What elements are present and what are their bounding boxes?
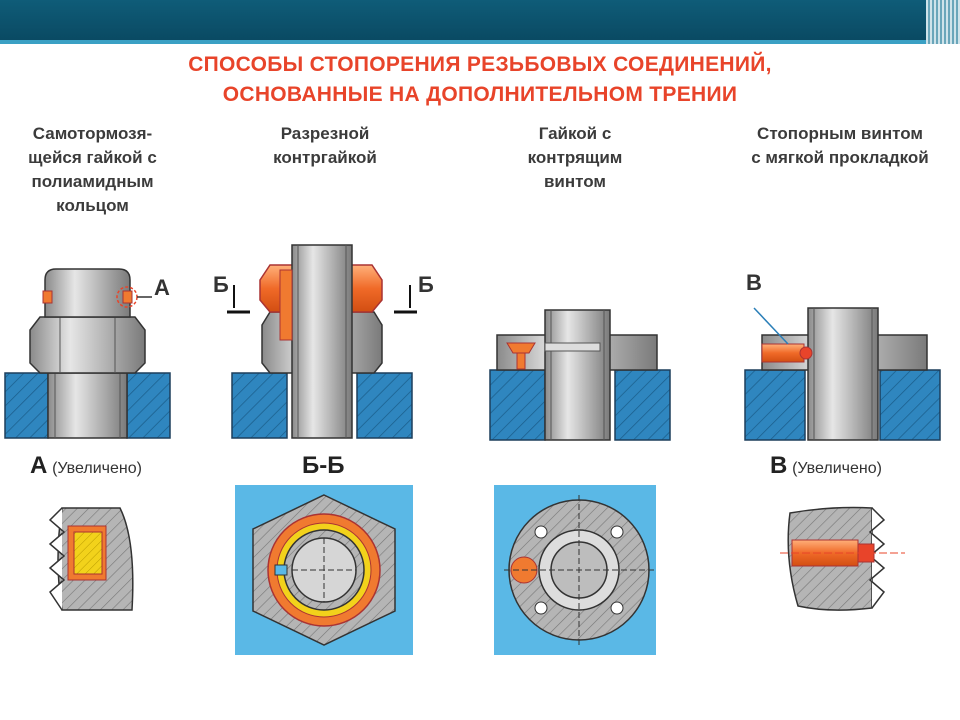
section-bb-label: Б-Б	[302, 452, 345, 479]
marker-v: В	[746, 270, 762, 295]
figure-locking-screw-nut	[489, 309, 671, 441]
figure-set-screw-pad	[744, 307, 941, 441]
detail-v-figure	[780, 506, 905, 611]
detail-a-figure	[48, 507, 134, 611]
marker-a: А	[154, 275, 170, 300]
marker-b-right: Б	[418, 272, 434, 297]
banner-stripes	[926, 0, 960, 44]
top-banner-line	[0, 40, 960, 44]
title-line-1: СПОСОБЫ СТОПОРЕНИЯ РЕЗЬБОВЫХ СОЕДИНЕНИЙ,	[188, 53, 772, 76]
figure-nylon-insert-nut	[4, 268, 171, 439]
column-label-set-screw-pad: Стопорным винтом с мягкой прокладкой	[751, 124, 929, 167]
slide-title: СПОСОБЫ СТОПОРЕНИЯ РЕЗЬБОВЫХ СОЕДИНЕНИЙ,…	[0, 50, 960, 110]
column-label-split-locknut: Разрезной контргайкой	[273, 124, 377, 167]
marker-b-left: Б	[213, 272, 229, 297]
section-bb-figure	[235, 485, 413, 655]
detail-a-label: А (Увеличено)	[30, 452, 142, 479]
title-line-2: ОСНОВАННЫЕ НА ДОПОЛНИТЕЛЬНОМ ТРЕНИИ	[222, 83, 738, 106]
locking-screw-top-view	[494, 485, 656, 655]
column-label-nylon-nut: Самотормозя- щейся гайкой с полиамидным …	[28, 124, 157, 215]
top-banner	[0, 0, 960, 40]
column-label-locking-screw-nut: Гайкой с контрящим винтом	[527, 124, 623, 191]
figure-split-locknut	[227, 244, 417, 439]
detail-v-label: В (Увеличено)	[770, 452, 882, 479]
